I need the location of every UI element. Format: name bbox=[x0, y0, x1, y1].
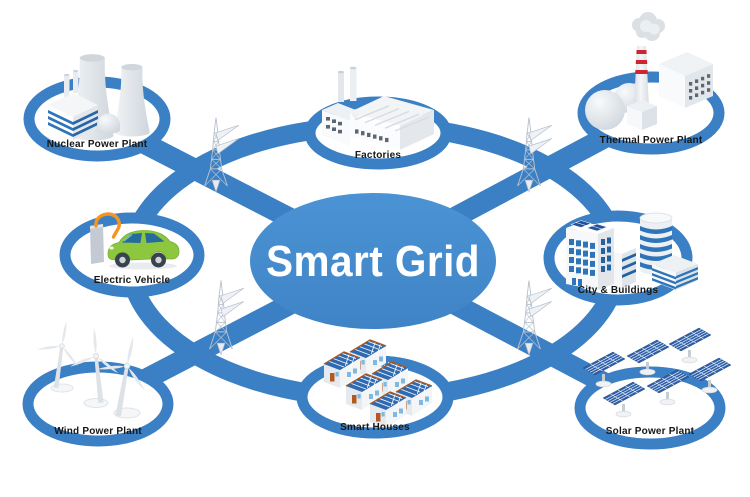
cooling-towers-icon bbox=[48, 54, 150, 141]
transmission-tower-icon bbox=[209, 280, 245, 356]
green-car-charger-icon bbox=[90, 212, 180, 270]
node-label-ev: Electric Vehicle bbox=[94, 275, 171, 286]
node-label-city: City & Buildings bbox=[578, 285, 659, 296]
wind-turbines-icon bbox=[32, 318, 155, 420]
node-label-thermal: Thermal Power Plant bbox=[600, 135, 703, 146]
striped-chimney-icon bbox=[585, 12, 713, 130]
hub-title: Smart Grid bbox=[266, 237, 480, 286]
node-label-factories: Factories bbox=[355, 150, 402, 161]
smart-grid-hub: Smart Grid bbox=[250, 193, 496, 329]
node-label-solar: Solar Power Plant bbox=[606, 426, 695, 437]
node-label-nuclear: Nuclear Power Plant bbox=[47, 139, 148, 150]
node-label-wind: Wind Power Plant bbox=[54, 426, 142, 437]
node-label-houses: Smart Houses bbox=[340, 422, 410, 433]
city-towers-icon bbox=[566, 212, 698, 290]
factory-sawtooth-icon bbox=[322, 66, 434, 150]
